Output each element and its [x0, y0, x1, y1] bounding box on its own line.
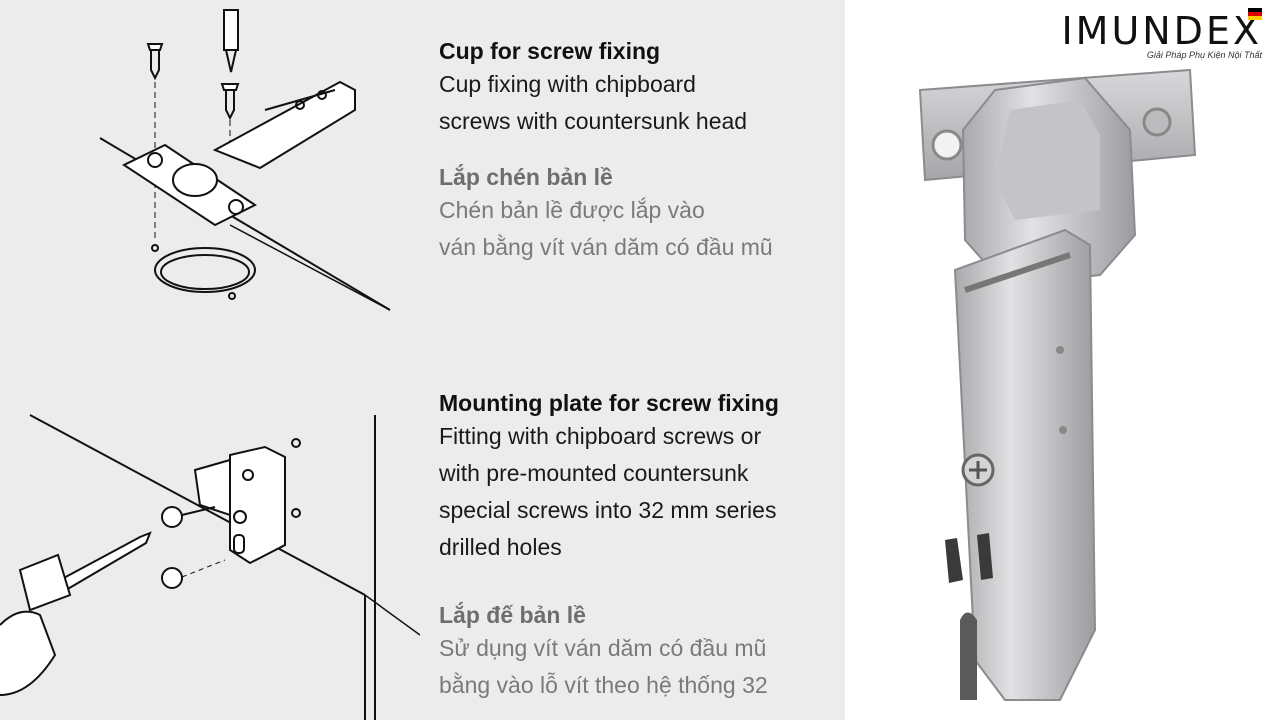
- plate-fixing-vi-text: Lắp đế bản lề Sử dụng vít ván dăm có đầu…: [439, 600, 839, 704]
- logo-wordmark: IMUNDEX: [1061, 9, 1262, 53]
- cup-fixing-vi-line: ván bằng vít ván dăm có đầu mũ: [439, 234, 773, 260]
- cup-fixing-en-text: Cup for screw fixing Cup fixing with chi…: [439, 36, 839, 140]
- plate-fixing-en-line: special screws into 32 mm series: [439, 497, 777, 523]
- cup-fixing-en-title: Cup for screw fixing: [439, 38, 661, 64]
- logo-tagline: Giải Pháp Phụ Kiện Nội Thất: [1146, 50, 1262, 60]
- cup-fixing-vi-line: Chén bản lề được lắp vào: [439, 197, 705, 223]
- mounting-plate-screw-fixing-diagram: [0, 395, 420, 720]
- cup-fixing-en-line: Cup fixing with chipboard: [439, 71, 696, 97]
- plate-fixing-en-line: drilled holes: [439, 534, 562, 560]
- imundex-logo: IMUNDEX Giải Pháp Phụ Kiện Nội Thất: [1032, 8, 1262, 60]
- cup-fixing-en-line: screws with countersunk head: [439, 108, 748, 134]
- plate-fixing-vi-title: Lắp đế bản lề: [439, 602, 586, 628]
- cup-fixing-vi-text: Lắp chén bản lề Chén bản lề được lắp vào…: [439, 162, 839, 266]
- plate-fixing-en-line: with pre-mounted countersunk: [439, 460, 749, 486]
- cup-screw-fixing-diagram: [0, 0, 420, 330]
- cup-fixing-vi-title: Lắp chén bản lề: [439, 164, 613, 190]
- plate-fixing-en-text: Mounting plate for screw fixing Fitting …: [439, 388, 839, 566]
- instruction-panel: Cup for screw fixing Cup fixing with chi…: [0, 0, 845, 720]
- plate-fixing-en-title: Mounting plate for screw fixing: [439, 390, 779, 416]
- plate-fixing-vi-line: bằng vào lỗ vít theo hệ thống 32: [439, 672, 768, 698]
- plate-fixing-vi-line: Sử dụng vít ván dăm có đầu mũ: [439, 635, 767, 661]
- hinge-product-image: [885, 60, 1215, 720]
- plate-fixing-en-line: Fitting with chipboard screws or: [439, 423, 762, 449]
- germany-flag-icon: [1248, 8, 1262, 20]
